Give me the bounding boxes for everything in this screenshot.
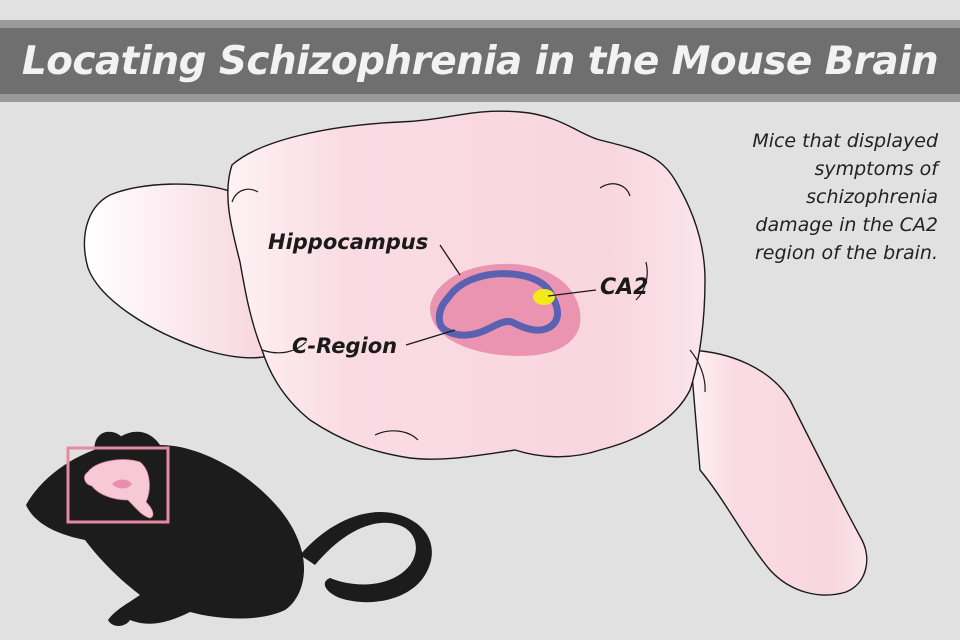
ca2-label: CA2 [600,275,649,300]
brain-sulcus [635,261,648,301]
brain-sulcus [261,341,307,354]
ca2-highlight [533,289,555,305]
caption-line: Mice that displayed [752,130,938,152]
brain-sulcus [231,188,259,203]
c-region-leader [405,329,456,346]
title-banner [0,20,960,102]
caption-line: symptoms of [814,158,938,180]
caption: Mice that displayed symptoms of schizoph… [698,127,938,267]
caption-line: damage in the CA2 [755,214,938,236]
brainstem [689,349,868,596]
brain-sulcus [599,183,631,197]
c-region-label: C-Region [292,334,398,358]
mini-hippocampus [112,479,132,489]
hippocampus-label: Hippocampus [268,230,429,254]
zoom-box [66,446,170,524]
caption-line: schizophrenia [806,186,938,208]
mini-brain [84,459,154,519]
mouse-silhouette [26,431,432,626]
caption-line: region of the brain. [755,242,938,264]
page-title: Locating Schizophrenia in the Mouse Brai… [21,38,939,84]
brain-sulcus [689,349,706,393]
mouse-ear [94,431,127,458]
hippocampus-leader [439,244,461,276]
ca2-leader [547,289,597,297]
mouse-tail [300,511,432,603]
brain-sulcus [374,430,419,441]
